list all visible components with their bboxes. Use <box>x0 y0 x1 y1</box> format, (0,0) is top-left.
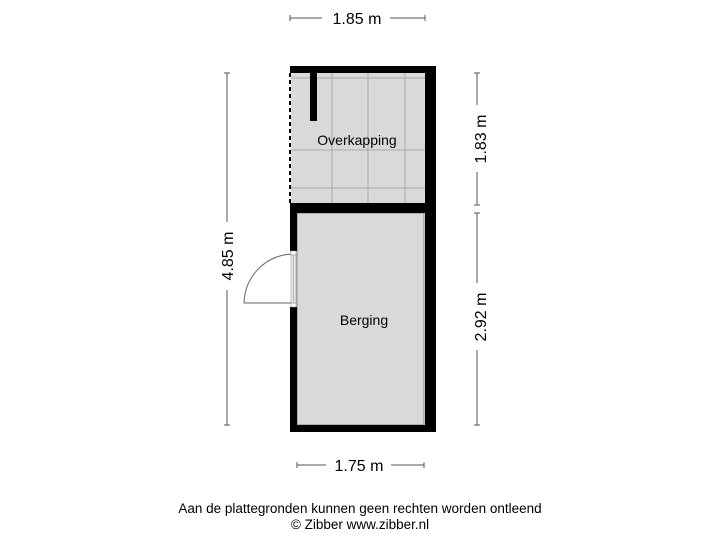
dim-left <box>224 72 230 426</box>
dim-bottom <box>296 462 425 468</box>
dim-right-lower-label: 2.92 m <box>473 293 490 342</box>
door <box>243 250 297 308</box>
walls <box>290 66 436 432</box>
dim-top <box>289 15 426 21</box>
room-label-overkapping: Overkapping <box>317 132 396 148</box>
room-label-berging: Berging <box>340 312 388 328</box>
door-swing-arc <box>243 253 292 304</box>
room-berging <box>296 212 425 426</box>
dim-bottom-label: 1.75 m <box>335 458 384 475</box>
dim-top-label: 1.85 m <box>333 11 382 28</box>
copyright-text: © Zibber www.zibber.nl <box>290 517 430 532</box>
disclaimer-text: Aan de plattegronden kunnen geen rechten… <box>178 501 542 516</box>
dim-left-label: 4.85 m <box>220 232 237 281</box>
dim-right <box>474 72 480 426</box>
dim-right-upper-label: 1.83 m <box>473 115 490 164</box>
